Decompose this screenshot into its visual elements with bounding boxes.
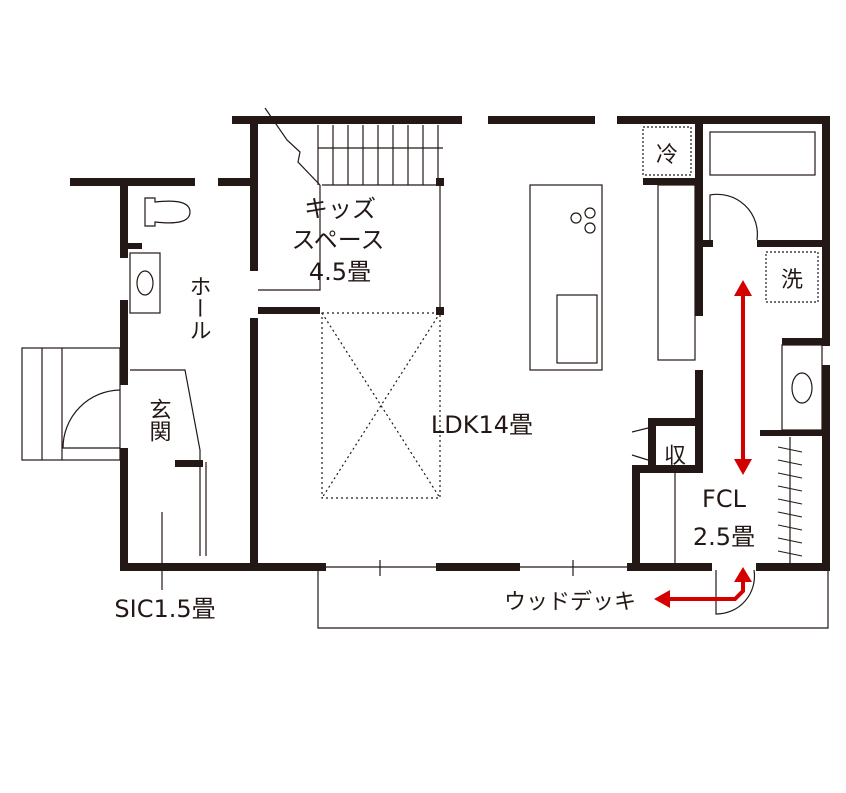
hall-label: ホール [186, 275, 211, 341]
kids-space-label: キッズ [304, 195, 376, 223]
washer-label: 洗 [781, 268, 803, 293]
walls [70, 116, 830, 571]
fcl-area: 2.5畳 [693, 523, 755, 551]
sic-label: SIC1.5畳 [114, 595, 215, 623]
thin-lines [21, 107, 829, 629]
wood-deck-label: ウッドデッキ [504, 590, 636, 615]
circulation-arrows [654, 280, 752, 608]
kids-space-area: 4.5畳 [309, 258, 371, 286]
fridge-label: 冷 [656, 143, 678, 168]
storage-label: 収 [664, 444, 686, 469]
labels: キッズ スペース 4.5畳 ホール 玄関 SIC1.5畳 LDK14畳 FCL … [114, 143, 803, 623]
ldk-label: LDK14畳 [431, 411, 533, 439]
fcl-label: FCL [702, 485, 747, 513]
kids-space-label: スペース [291, 226, 384, 254]
entrance-label: 玄関 [146, 398, 171, 442]
